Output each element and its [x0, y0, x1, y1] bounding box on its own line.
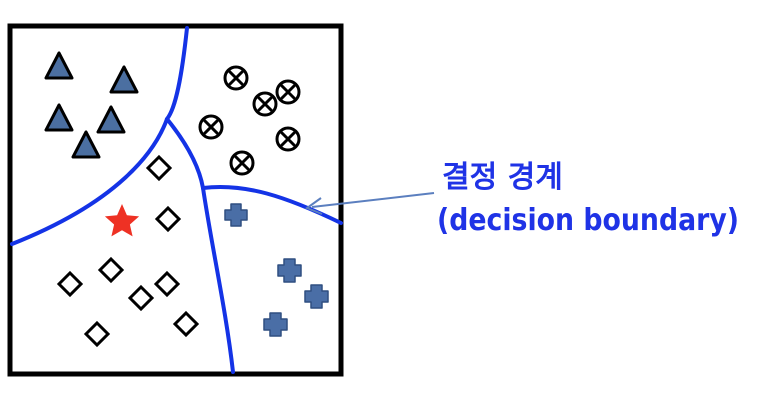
- diamond-point: [172, 310, 200, 338]
- diamond-point: [127, 284, 155, 312]
- circle-x-class-points: [198, 65, 301, 176]
- plus-point: [277, 258, 302, 283]
- plus-point: [224, 203, 248, 227]
- boundary-left-curve: [10, 117, 169, 246]
- circle-x-point: [198, 114, 224, 140]
- diamond-point: [153, 270, 181, 298]
- circle-x-point: [229, 150, 255, 176]
- circle-x-point: [275, 126, 301, 152]
- annotation-title-english: (decision boundary): [437, 203, 739, 238]
- diamond-class-points: [56, 154, 200, 348]
- triangle-point: [71, 130, 101, 159]
- plus-class-points: [224, 203, 329, 337]
- annotation-title-korean: 결정 경계: [442, 160, 563, 195]
- diamond-point: [145, 154, 173, 182]
- plus-point: [304, 284, 329, 309]
- star-point: [104, 204, 140, 237]
- decision-boundaries: [10, 26, 343, 374]
- plus-point: [263, 312, 288, 337]
- triangle-point: [96, 105, 126, 134]
- diamond-point: [56, 270, 84, 298]
- triangle-point: [109, 65, 139, 94]
- boundary-middle-upper: [165, 117, 205, 190]
- triangle-point: [44, 103, 74, 132]
- circle-x-point: [223, 65, 249, 91]
- triangle-class-points: [44, 51, 139, 159]
- circle-x-point: [275, 79, 301, 105]
- annotation-arrow: [304, 192, 435, 215]
- diamond-point: [97, 256, 125, 284]
- boundary-top-vertical: [165, 26, 189, 121]
- boundary-middle-lower: [201, 186, 235, 374]
- circle-x-point: [252, 91, 278, 117]
- boundary-right-curve: [201, 184, 343, 225]
- diamond-point: [154, 205, 182, 233]
- triangle-point: [44, 51, 74, 80]
- diamond-point: [83, 320, 111, 348]
